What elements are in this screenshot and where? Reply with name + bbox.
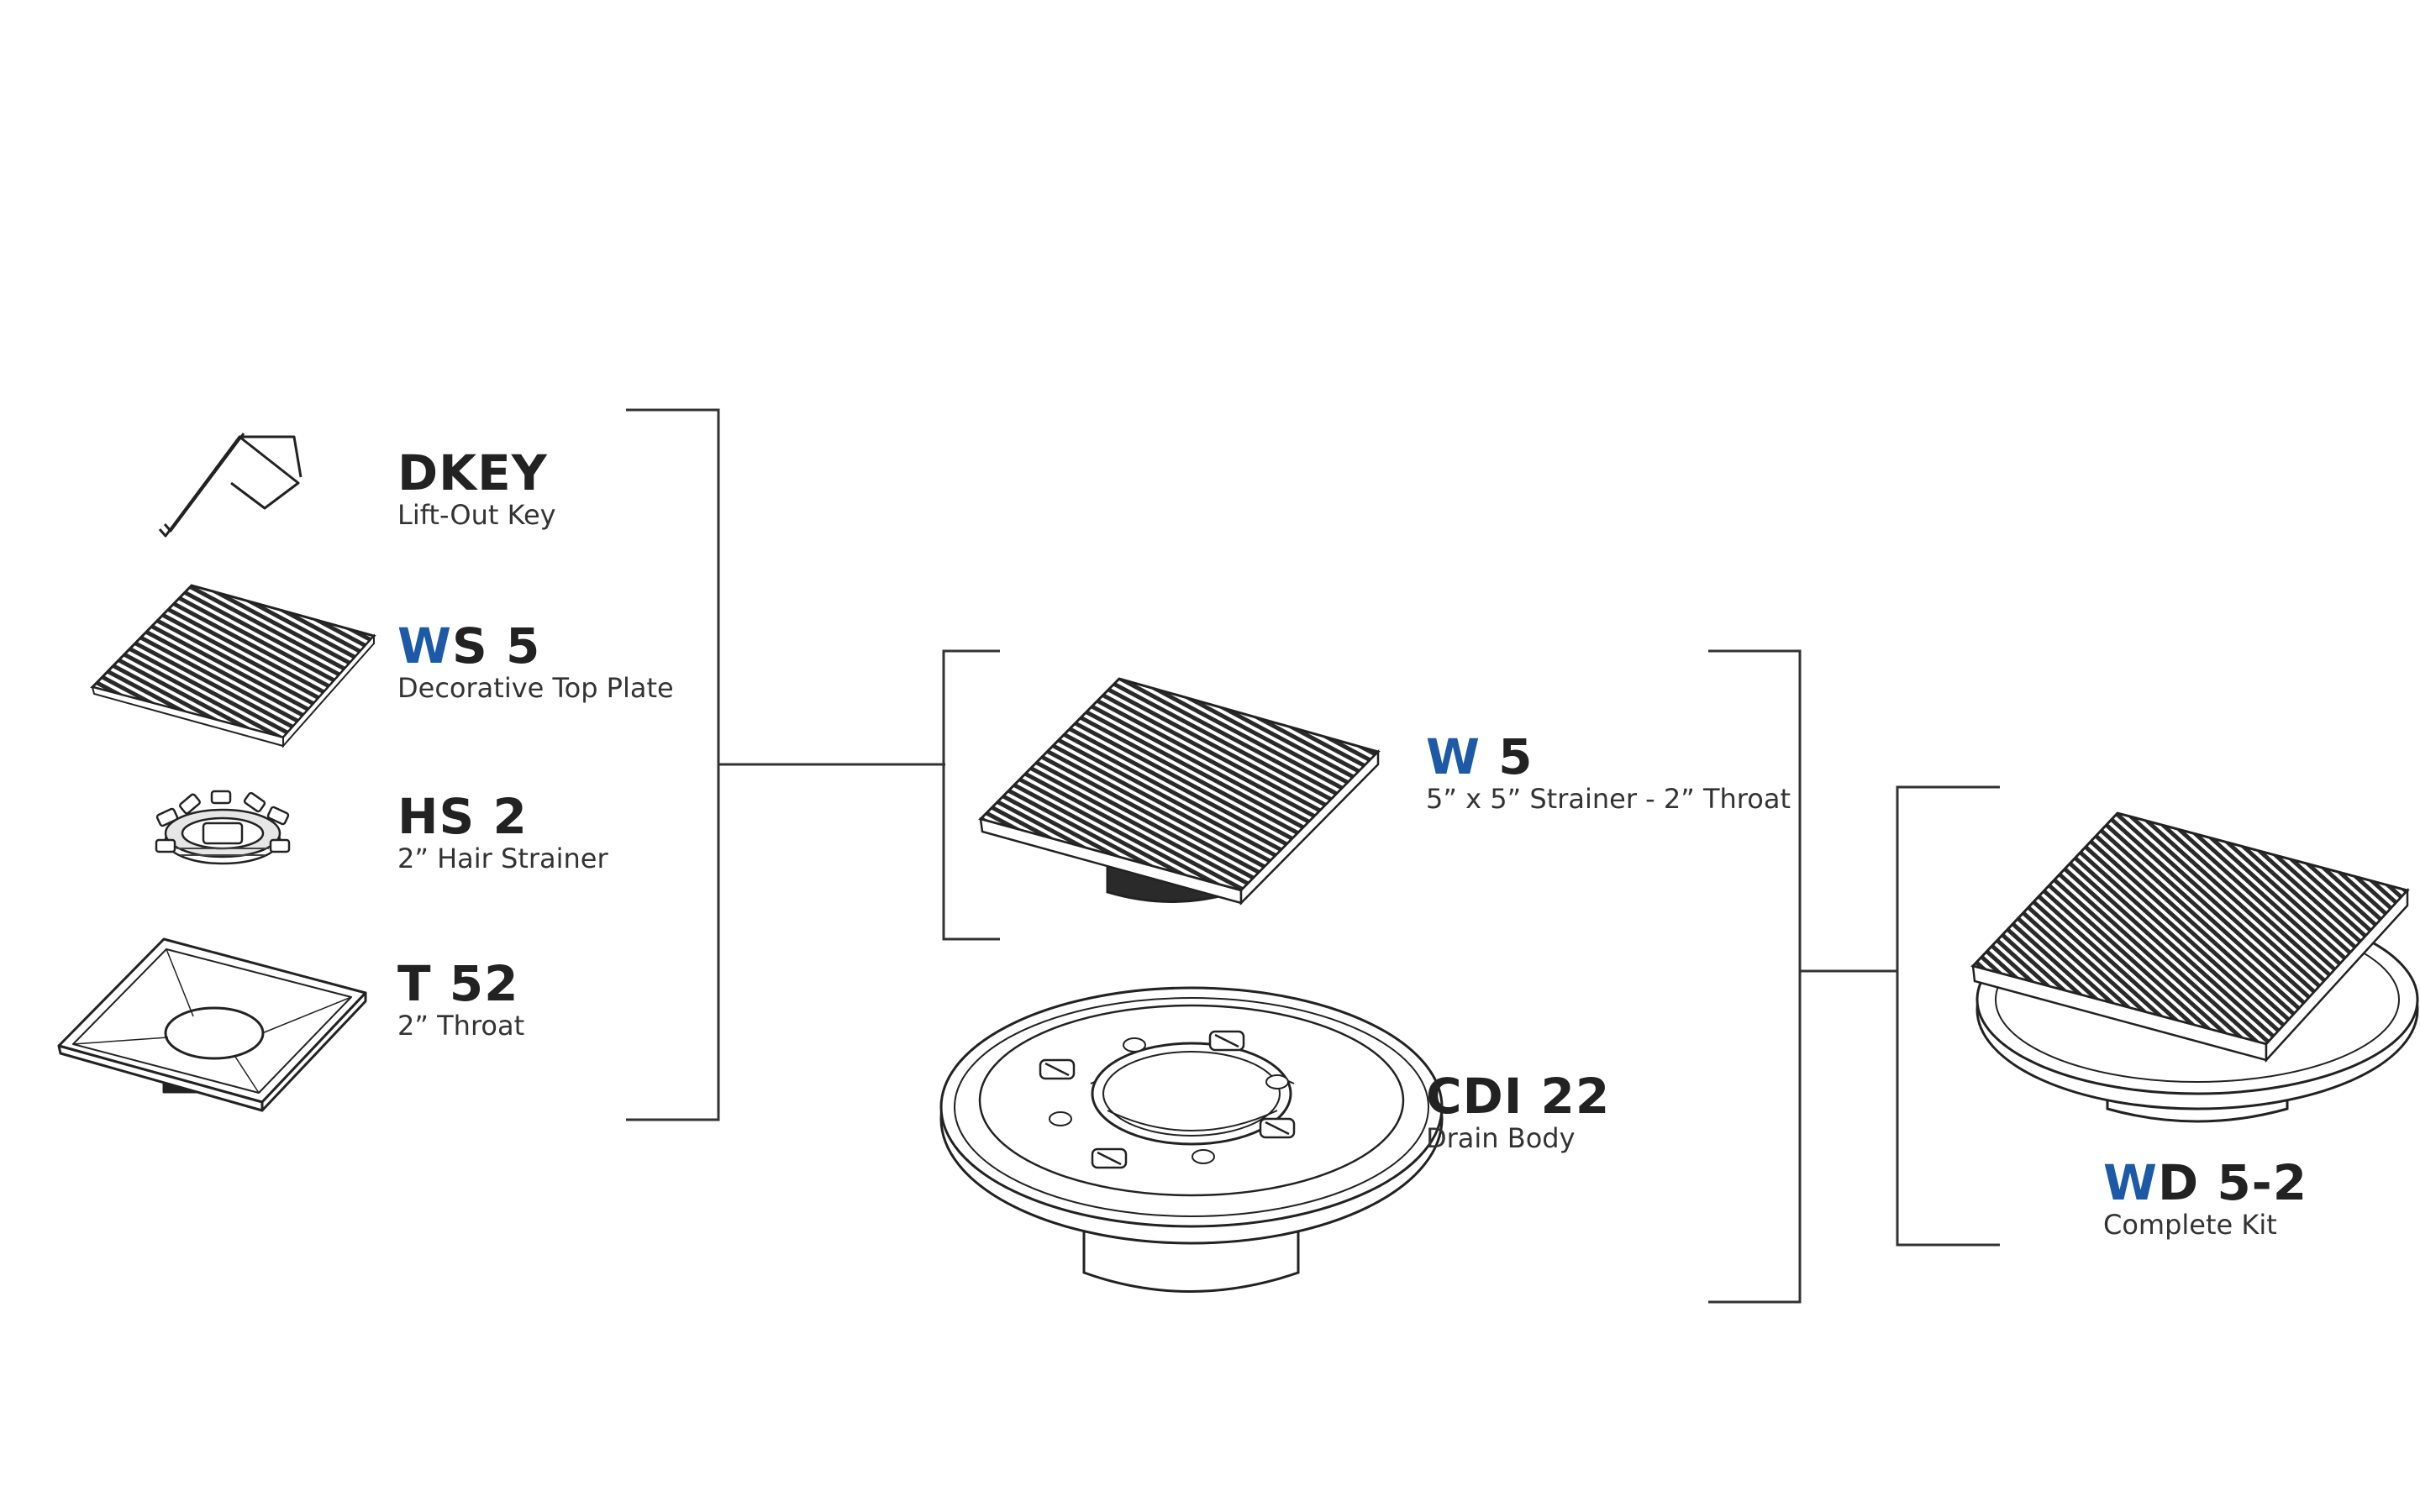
part-code: DKEY [397,444,548,501]
part-description: 2” Throat [397,1010,525,1042]
part-description: Decorative Top Plate [397,672,674,704]
hair-strainer-icon [155,790,291,865]
part-wd52: WD 5-2 Complete Kit [2103,1157,2307,1241]
complete-kit-icon [1970,811,2419,1123]
strainer-assembly-icon [978,677,1381,906]
part-dkey: DKEY Lift-Out Key [397,447,556,531]
bracket-left-components [626,408,945,1121]
part-description: Complete Kit [2103,1209,2277,1241]
part-cdi22: CDI 22 Drain Body [1426,1070,1610,1154]
part-code: WS 5 [397,620,674,672]
part-code: HS 2 [397,788,528,845]
throat-icon [57,937,367,1112]
part-description: Lift-Out Key [397,499,556,531]
part-t52: T 52 2” Throat [397,958,524,1042]
part-hs2: HS 2 2” Hair Strainer [397,790,608,874]
part-code-rest: D 5-2 [2157,1154,2308,1211]
part-code: W 5 [1426,731,1791,783]
bracket-w5 [942,649,1000,941]
part-ws5: WS 5 Decorative Top Plate [397,620,674,704]
part-code: WD 5-2 [2103,1157,2307,1209]
part-code: CDI 22 [1426,1068,1611,1125]
part-description: 2” Hair Strainer [397,843,608,874]
part-code-rest: 5 [1480,728,1534,785]
part-code-highlight: W [1426,728,1481,785]
bracket-middle-components [1708,649,1897,1304]
part-description: Drain Body [1426,1122,1576,1154]
part-code-highlight: W [397,617,452,675]
top-plate-icon [90,584,376,748]
part-w5: W 5 5” x 5” Strainer - 2” Throat [1426,731,1791,815]
bracket-complete-kit [1896,785,2000,1247]
part-code-rest: S 5 [451,617,541,675]
drain-body-icon [939,986,1444,1293]
lift-out-key-icon [158,433,302,538]
part-code-highlight: W [2103,1154,2158,1211]
part-description: 5” x 5” Strainer - 2” Throat [1426,783,1791,815]
part-code: T 52 [397,955,519,1012]
